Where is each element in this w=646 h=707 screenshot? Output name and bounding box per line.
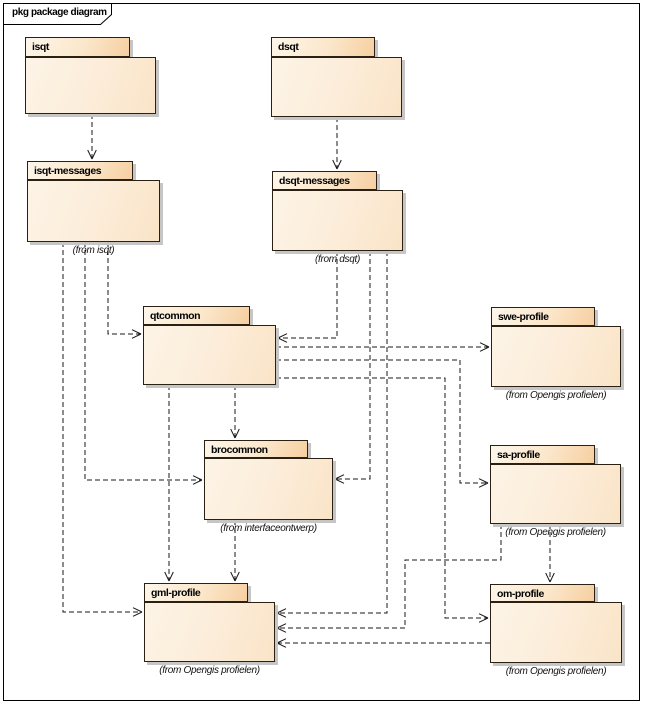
frame-title-shape-icon	[3, 3, 112, 25]
package-tab-dsqt[interactable]: dsqt	[271, 37, 375, 57]
package-tab-sa-profile[interactable]: sa-profile	[490, 445, 595, 464]
arrowhead-icon	[277, 333, 288, 339]
frame-title: pkg package diagram	[12, 7, 107, 18]
package-body-isqt-messages[interactable]	[27, 180, 160, 242]
arrowhead-icon	[334, 474, 345, 480]
package-tab-om-profile[interactable]: om-profile	[490, 584, 595, 602]
package-label-dsqt-messages: dsqt-messages	[279, 175, 350, 187]
arrowhead-icon	[334, 478, 345, 484]
arrowhead-icon	[192, 475, 203, 481]
package-tab-brocommon[interactable]: brocommon	[204, 440, 308, 458]
package-body-gml-profile[interactable]	[144, 602, 275, 662]
arrowhead-icon	[478, 482, 489, 488]
arrowhead-icon	[230, 428, 236, 439]
arrowhead-icon	[545, 572, 551, 583]
package-label-om-profile: om-profile	[497, 588, 544, 600]
package-from-label-swe-profile: (from Opengis profielen)	[505, 390, 607, 401]
package-label-isqt: isqt	[32, 41, 49, 53]
edge-sa-profile--gml-profile	[277, 524, 502, 629]
arrowhead-icon	[131, 333, 142, 339]
package-tab-qtcommon[interactable]: qtcommon	[143, 306, 250, 325]
edge-dsqt-messages--brocommon	[335, 251, 371, 480]
package-label-swe-profile: swe-profile	[498, 311, 549, 323]
package-tab-isqt-messages[interactable]: isqt-messages	[27, 161, 133, 180]
arrowhead-icon	[276, 612, 287, 618]
arrowhead-icon	[276, 638, 287, 644]
package-body-dsqt-messages[interactable]	[272, 190, 403, 251]
package-body-dsqt[interactable]	[271, 57, 402, 117]
package-body-swe-profile[interactable]	[491, 326, 621, 387]
package-from-label-isqt-messages: (from isqt)	[72, 245, 115, 256]
edge-dsqt-messages--qtcommon	[278, 251, 338, 339]
edge-isqt-messages--gml-profile	[62, 242, 142, 613]
edge-qtcommon--sa-profile	[276, 359, 488, 484]
arrowhead-icon	[192, 479, 203, 485]
arrowhead-icon	[276, 623, 287, 629]
package-body-sa-profile[interactable]	[490, 464, 621, 524]
edge-qtcommon--om-profile	[276, 377, 488, 619]
package-from-label-brocommon: (from interfaceontwerp)	[220, 523, 317, 534]
arrowhead-icon	[87, 149, 93, 160]
package-label-dsqt: dsqt	[278, 41, 299, 53]
arrowhead-icon	[276, 608, 287, 614]
package-tab-swe-profile[interactable]: swe-profile	[491, 307, 595, 326]
arrowhead-icon	[276, 627, 287, 633]
package-label-brocommon: brocommon	[211, 444, 268, 456]
arrowhead-icon	[277, 337, 288, 343]
arrowhead-icon	[478, 478, 489, 484]
edge-isqt-messages--qtcommon	[107, 242, 141, 335]
arrowhead-icon	[336, 159, 342, 170]
package-tab-gml-profile[interactable]: gml-profile	[144, 583, 248, 602]
arrowhead-icon	[549, 572, 555, 583]
arrowhead-icon	[478, 617, 489, 623]
arrowhead-icon	[234, 428, 240, 439]
arrowhead-icon	[132, 607, 143, 613]
arrowhead-icon	[478, 613, 489, 619]
arrowhead-icon	[479, 342, 490, 348]
arrowhead-icon	[132, 611, 143, 617]
package-body-qtcommon[interactable]	[143, 325, 276, 385]
arrowhead-icon	[276, 642, 287, 648]
package-from-label-dsqt-messages: (from dsqt)	[314, 254, 361, 265]
arrowhead-icon	[230, 571, 236, 582]
package-from-label-gml-profile: (from Opengis profielen)	[159, 665, 260, 676]
edge-dsqt-messages--gml-profile	[277, 251, 388, 614]
arrowhead-icon	[479, 346, 490, 352]
package-tab-isqt[interactable]: isqt	[25, 37, 130, 57]
package-body-brocommon[interactable]	[204, 458, 333, 520]
diagram-frame	[3, 3, 640, 701]
package-label-sa-profile: sa-profile	[497, 449, 540, 461]
package-body-isqt[interactable]	[25, 57, 156, 114]
arrowhead-icon	[91, 149, 97, 160]
package-label-gml-profile: gml-profile	[151, 587, 201, 599]
package-from-label-om-profile: (from Opengis profielen)	[505, 666, 607, 677]
arrowhead-icon	[234, 571, 240, 582]
frame-title-pentagon: pkg package diagram	[3, 3, 123, 26]
package-body-om-profile[interactable]	[490, 602, 622, 663]
arrowhead-icon	[332, 159, 338, 170]
package-label-qtcommon: qtcommon	[150, 310, 201, 322]
edge-isqt-messages--brocommon	[84, 242, 202, 481]
arrowhead-icon	[131, 329, 142, 335]
arrowhead-icon	[168, 571, 174, 582]
arrowhead-icon	[164, 571, 170, 582]
package-tab-dsqt-messages[interactable]: dsqt-messages	[272, 171, 377, 190]
package-label-isqt-messages: isqt-messages	[34, 165, 102, 177]
package-from-label-sa-profile: (from Opengis profielen)	[505, 527, 606, 538]
